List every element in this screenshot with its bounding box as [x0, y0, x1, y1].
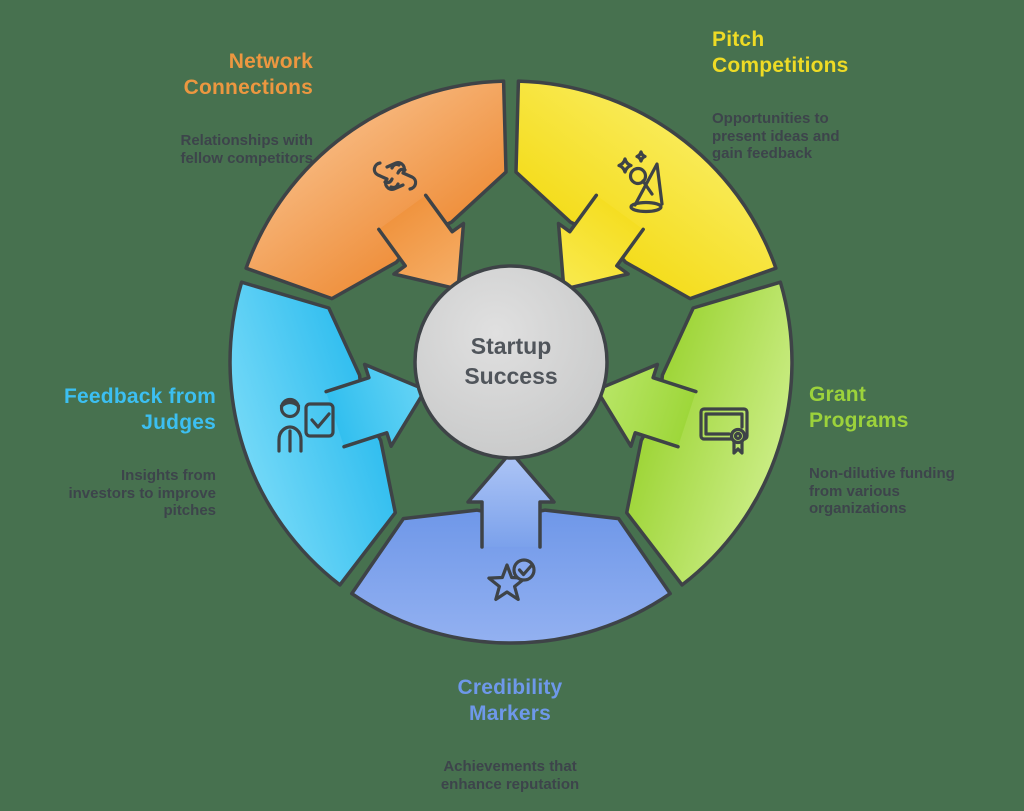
star-check-icon: [487, 558, 536, 601]
arrow-fill-credibility-markers: [468, 452, 554, 547]
center-circle: [413, 264, 609, 460]
center-circle-group: [413, 264, 609, 460]
feedback-from-judges-description: Insights from investors to improve pitch…: [68, 467, 216, 519]
credibility-markers-title: Credibility Markers: [457, 676, 563, 725]
label-feedback-from-judges: Feedback from Judges Insights from inves…: [0, 366, 216, 538]
feedback-from-judges-title: Feedback from Judges: [64, 385, 216, 434]
label-credibility-markers: Credibility Markers Achievements that en…: [385, 657, 635, 811]
stage-microphone-icon: [617, 150, 664, 214]
grant-programs-description: Non-dilutive funding from various organi…: [809, 465, 955, 517]
label-grant-programs: Grant Programs Non-dilutive funding from…: [809, 364, 984, 536]
credibility-markers-description: Achievements that enhance reputation: [440, 758, 580, 793]
handshake-icon: [372, 161, 418, 191]
center-label: Startup Success: [464, 333, 558, 389]
certificate-icon: [699, 407, 749, 455]
pitch-competitions-description: Opportunities to present ideas and gain …: [712, 110, 840, 162]
diagram-svg: [228, 79, 794, 645]
label-pitch-competitions: Pitch Competitions Opportunities to pres…: [712, 9, 897, 181]
presenter-icon: [277, 397, 335, 453]
grant-programs-title: Grant Programs: [809, 383, 909, 432]
pitch-competitions-title: Pitch Competitions: [712, 28, 849, 77]
startup-success-diagram: Startup Success Network Connections Rela…: [0, 9, 984, 793]
network-connections-description: Relationships with fellow competitors: [180, 132, 313, 167]
network-connections-title: Network Connections: [183, 50, 313, 99]
label-network-connections: Network Connections Relationships with f…: [63, 31, 313, 185]
